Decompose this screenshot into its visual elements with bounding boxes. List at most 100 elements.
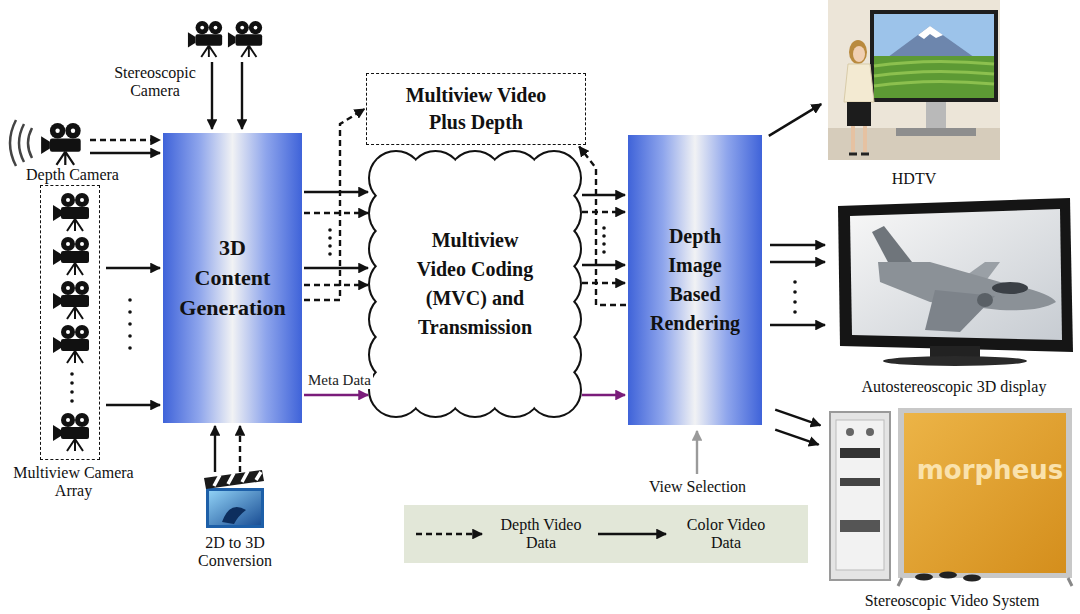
box-label: Multiview Video Coding (MVC) and Transmi… [408,226,543,342]
hdtv-photo [896,128,976,136]
color-arrow [106,267,160,269]
depth-arrow [582,282,625,284]
autostereo-monitor [977,293,993,307]
ellipsis-dots [328,236,332,240]
conversion-icon: 2D to 3D Conversion [200,476,270,532]
hdtv-photo [874,14,994,98]
ellipsis-dots [793,290,797,294]
camera-array-icons [53,281,89,319]
autostereo-monitor [838,198,1073,366]
ellipsis-dots [602,226,606,230]
depth-arrow [239,426,241,472]
caption: Stereoscopic Camera [105,64,205,100]
clapperboard-icon [206,488,264,528]
depth-arrow [304,212,368,214]
ellipsis-dots [793,280,797,284]
metadata-arrow [582,394,625,396]
autostereo-monitor [850,209,1062,340]
depth-arrow [304,284,368,286]
stereo-video-system-photo [866,428,874,436]
legend-label: Depth Video Data [491,516,591,552]
caption: Autostereoscopic 3D display [835,378,1073,396]
clapperboard-icon [204,470,264,528]
camera-array-icons [70,381,74,385]
hdtv-photo [844,64,874,102]
autostereo-monitor [883,356,1027,366]
caption-block: HDTV [828,170,1000,188]
color-arrow [770,244,825,246]
view-selection-arrow [696,431,698,474]
autostereo-monitor [838,198,1073,352]
ellipsis-dots [602,234,606,238]
box-label: Multiview Video Plus Depth [391,82,561,136]
clapperboard-icon [214,471,261,486]
camera-array-icons [53,237,89,275]
ellipsis-dots [328,244,332,248]
display-device: Stereoscopic Video System [828,404,1076,586]
autostereo-monitor [872,226,912,266]
box-label: Depth Image Based Rendering [650,222,740,338]
network-cloud: Multiview Video Coding (MVC) and Transmi… [368,150,582,418]
process-box: Depth Image Based Rendering [628,135,762,425]
camera-array-icons [70,399,74,403]
depth-arrow [90,139,160,141]
autostereo-monitor [925,290,995,332]
ellipsis-dots [128,298,132,302]
ellipsis-dots [128,310,132,314]
ellipsis-dots [602,242,606,246]
color-arrow [304,191,368,193]
legend-solid-arrow [598,533,666,535]
hdtv-photo [853,46,865,62]
metadata-arrow [304,394,368,396]
box-text: Multiview Video Coding (MVC) and Transmi… [408,226,543,342]
camera-array: Multiview Camera Array [40,185,100,460]
camera-icon: Depth Camera [4,120,88,164]
caption-block: Stereoscopic Camera [105,64,205,100]
hdtv-photo [874,56,994,98]
box-text: Multiview Video Plus Depth [391,82,561,136]
caption-block: Depth Camera [0,166,145,184]
color-arrow [775,410,820,426]
caption-block: 2D to 3D Conversion [190,534,280,570]
view-selection-arrow [697,431,698,474]
autostereo-monitor [992,282,1028,294]
hdtv-photo [828,0,1000,160]
stereo-video-system-photo [830,412,890,580]
camera-array-icons [70,372,74,376]
camera-array-icons [53,193,89,231]
stereo-video-system-photo [904,413,1066,573]
color-arrow [769,104,821,136]
hdtv-photo [918,26,943,39]
box-text: Depth Image Based Rendering [650,222,740,338]
depth-arrow [579,147,626,305]
caption: Depth Camera [0,166,145,184]
stereo-video-system-photo [840,478,880,486]
stereo-video-system-photo [846,428,854,436]
stereo-video-system-photo [898,408,1072,578]
camera-icon: Stereoscopic Camera [183,24,268,60]
stereo-video-system-photo [840,520,880,532]
hdtv-photo [847,102,871,126]
ellipsis-dots [128,334,132,338]
hdtv-photo [884,26,978,60]
hdtv-photo [849,40,867,64]
ellipsis-dots [328,228,332,232]
legend-label: Color Video Data [676,516,776,552]
camera-array-icons [53,193,89,451]
box-text: 3D Content Generation [179,233,285,323]
stereo-camera-icon [188,21,262,57]
edge-label: Meta Data [306,371,373,389]
cloud-outline [370,152,580,416]
display-device: HDTV [828,0,1000,160]
color-arrow [770,324,825,326]
hdtv-photo [828,0,1000,160]
data-box: Multiview Video Plus Depth [366,73,586,145]
depth-camera-icon [10,120,32,166]
color-arrow [241,62,243,129]
color-arrow [582,194,625,196]
hdtv-photo [849,153,869,156]
clapperboard-icon [222,507,246,524]
stereo-video-system-photo [915,574,933,581]
stereo-camera-icon [228,21,262,57]
